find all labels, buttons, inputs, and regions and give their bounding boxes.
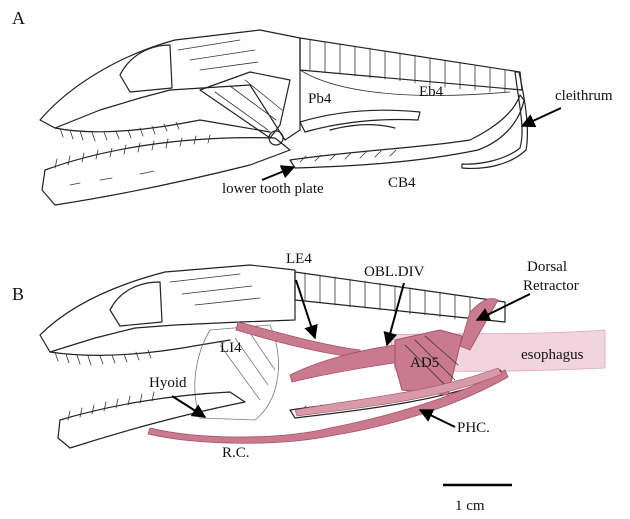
arrow-hyoid xyxy=(172,396,205,417)
label-dorsal: Dorsal xyxy=(527,259,567,275)
label-rc: R.C. xyxy=(222,445,250,461)
label-ad5: AD5 xyxy=(410,355,439,371)
label-hyoid: Hyoid xyxy=(149,375,187,391)
label-lower-tooth-plate: lower tooth plate xyxy=(222,181,324,197)
label-cb4: CB4 xyxy=(388,175,416,191)
panel-a-letter: A xyxy=(12,8,25,28)
label-li4: LI4 xyxy=(220,340,242,356)
label-cleithrum: cleithrum xyxy=(555,88,613,104)
arrow-le4 xyxy=(296,280,315,338)
arrow-cleithrum xyxy=(522,108,561,126)
label-esophagus: esophagus xyxy=(521,347,584,363)
arrow-lower-tooth-plate xyxy=(262,167,294,180)
muscles xyxy=(148,299,508,444)
panel-a: A Pb xyxy=(12,8,613,205)
panel-b-letter: B xyxy=(12,284,24,304)
panel-a-skull-drawing xyxy=(40,30,527,205)
label-eb4: Eb4 xyxy=(419,84,444,100)
label-phc: PHC. xyxy=(457,420,490,436)
label-le4: LE4 xyxy=(286,251,312,267)
panel-b: B xyxy=(12,251,605,514)
label-pb4: Pb4 xyxy=(308,91,332,107)
label-retractor: Retractor xyxy=(523,278,579,294)
scale-bar-label: 1 cm xyxy=(455,498,485,514)
label-obl-div: OBL.DIV xyxy=(364,264,425,280)
arrow-phc xyxy=(420,410,455,427)
